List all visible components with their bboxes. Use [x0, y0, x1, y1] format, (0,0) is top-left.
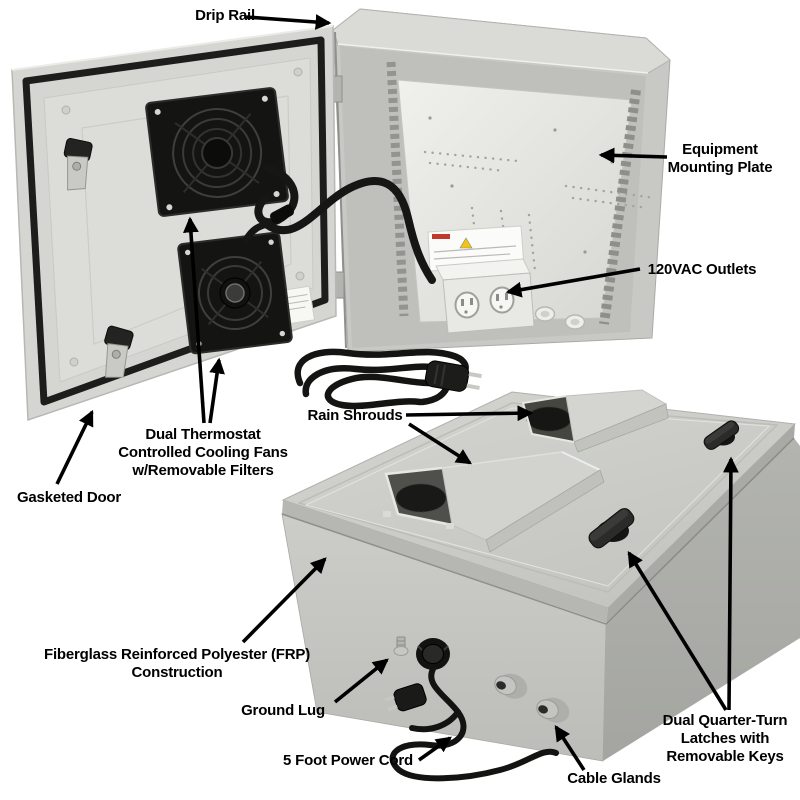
power-cord-arrow [417, 736, 452, 762]
callout-120vac-outlets: 120VAC Outlets [647, 261, 757, 278]
rain-shroud-near [383, 451, 605, 553]
latch-far-arrow [722, 456, 739, 711]
latch-key-lower [104, 325, 134, 378]
rack-rail-right [599, 89, 641, 325]
cable-gland [536, 697, 570, 723]
latch-key-upper [63, 137, 93, 191]
outlets-arrow [505, 267, 641, 298]
gasketed-door-arrow [55, 409, 94, 485]
ground-lug-arrow [333, 658, 389, 704]
closed-enclosure [281, 389, 800, 782]
rain-shroud-far [521, 389, 669, 453]
power-plug [424, 360, 482, 392]
fan-lower-arrow [208, 357, 225, 424]
callout-arrows [55, 14, 739, 771]
rain-shroud-far-arrow [405, 405, 534, 422]
open-enclosure [11, 8, 671, 422]
callout-quarter-turn-latches: Dual Quarter-Turn Latches with Removable… [662, 712, 788, 765]
frp-arrow [241, 557, 327, 644]
fan-upper-arrow [183, 216, 206, 424]
open-enclosure-door [11, 25, 337, 422]
warning-sticker [427, 225, 525, 272]
drip-rail-arrow [245, 14, 332, 30]
callout-ground-lug: Ground Lug [241, 702, 325, 719]
quarter-turn-latch-near [588, 508, 635, 549]
open-enclosure-body [329, 8, 671, 353]
latch-near-arrow [627, 550, 728, 711]
power-cord-coil [294, 348, 482, 410]
door-sticker [282, 285, 316, 325]
cooling-fan-lower [177, 231, 293, 355]
cooling-fan-upper [145, 87, 289, 217]
fan-power-cable [242, 164, 436, 284]
outlet-receptacle [454, 291, 480, 319]
callout-cable-glands: Cable Glands [567, 770, 661, 787]
callout-rain-shrouds: Rain Shrouds [307, 407, 403, 424]
mounting-plate-arrow [598, 147, 668, 164]
cable-glands-arrow [554, 725, 586, 771]
closed-body-right [603, 438, 800, 761]
rain-shroud-near-arrow [408, 422, 473, 465]
callout-gasketed-door: Gasketed Door [16, 489, 122, 506]
cable-gland [494, 673, 528, 699]
callout-frp-construction: Fiberglass Reinforced Polyester (FRP) Co… [43, 646, 310, 681]
door-gasket [22, 36, 329, 406]
outlet-box-120vac [435, 258, 535, 334]
callout-drip-rail: Drip Rail [195, 7, 255, 24]
cord-entry-connector [416, 638, 450, 670]
callout-power-cord: 5 Foot Power Cord [283, 752, 413, 769]
ground-lug [393, 636, 409, 656]
callout-equipment-mounting-plate: Equipment Mounting Plate [667, 141, 773, 176]
power-plug [384, 683, 427, 712]
power-cord-dangling [384, 666, 559, 782]
quarter-turn-latch-far [703, 420, 740, 450]
spare-gland-nuts [534, 306, 586, 330]
callout-cooling-fans: Dual Thermostat Controlled Cooling Fans … [118, 426, 288, 479]
